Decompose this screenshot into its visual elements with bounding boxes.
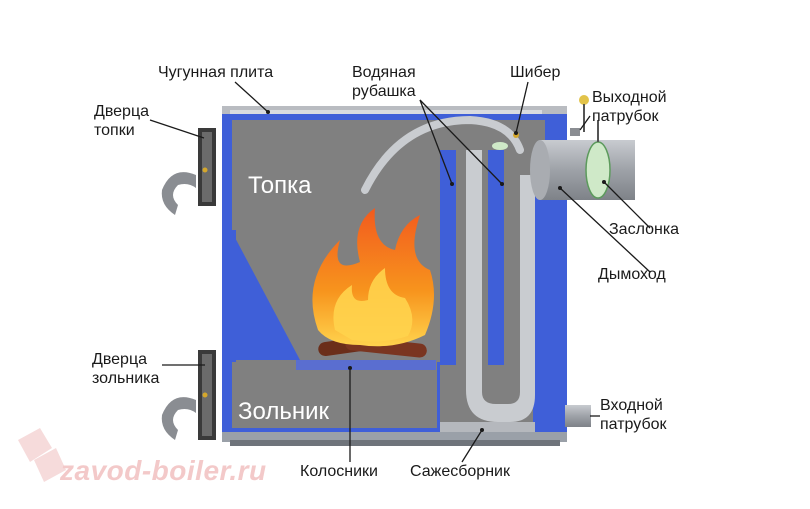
- label-grates: Колосники: [300, 463, 378, 480]
- inlet-pipe: [565, 405, 591, 427]
- smoke-channel: [466, 150, 535, 422]
- zone-label-ash-pit: Зольник: [238, 398, 329, 425]
- label-ash-door-line1: Дверца: [92, 351, 148, 368]
- outlet-pipe: [530, 95, 635, 200]
- soot-collector: [440, 422, 535, 432]
- label-firebox-door-line1: Дверца: [94, 103, 150, 120]
- leader-lines: [149, 81, 651, 463]
- label-chimney: Дымоход: [598, 266, 666, 283]
- label-firebox-door-line2: топки: [94, 122, 135, 139]
- label-outlet-pipe-line2: патрубок: [592, 108, 659, 125]
- label-inlet-pipe-line1: Входной: [600, 397, 663, 414]
- flame: [312, 208, 434, 347]
- label-outlet-pipe-line1: Выходной: [592, 89, 667, 106]
- watermark: zavod-boiler.ru: [60, 455, 267, 486]
- leader-dots: [266, 110, 606, 432]
- label-water-jacket-line2: рубашка: [352, 83, 416, 100]
- water-jacket-columns: [440, 150, 547, 430]
- grates: [296, 360, 436, 370]
- firebox-door: [161, 128, 216, 215]
- smoke-swirl: [361, 115, 524, 194]
- label-inlet-pipe-line2: патрубок: [600, 416, 667, 433]
- label-soot-collector: Сажесборник: [410, 463, 510, 480]
- label-cast-iron-plate: Чугунная плита: [158, 64, 274, 81]
- ash-door: [161, 350, 216, 440]
- watermark-logo-icon: [18, 428, 66, 482]
- label-damper-gate: Шибер: [510, 64, 561, 81]
- label-ash-door-line2: зольника: [92, 370, 160, 387]
- zone-label-firebox: Топка: [248, 172, 312, 199]
- label-water-jacket-line1: Водяная: [352, 64, 416, 81]
- label-valve: Заслонка: [609, 221, 680, 238]
